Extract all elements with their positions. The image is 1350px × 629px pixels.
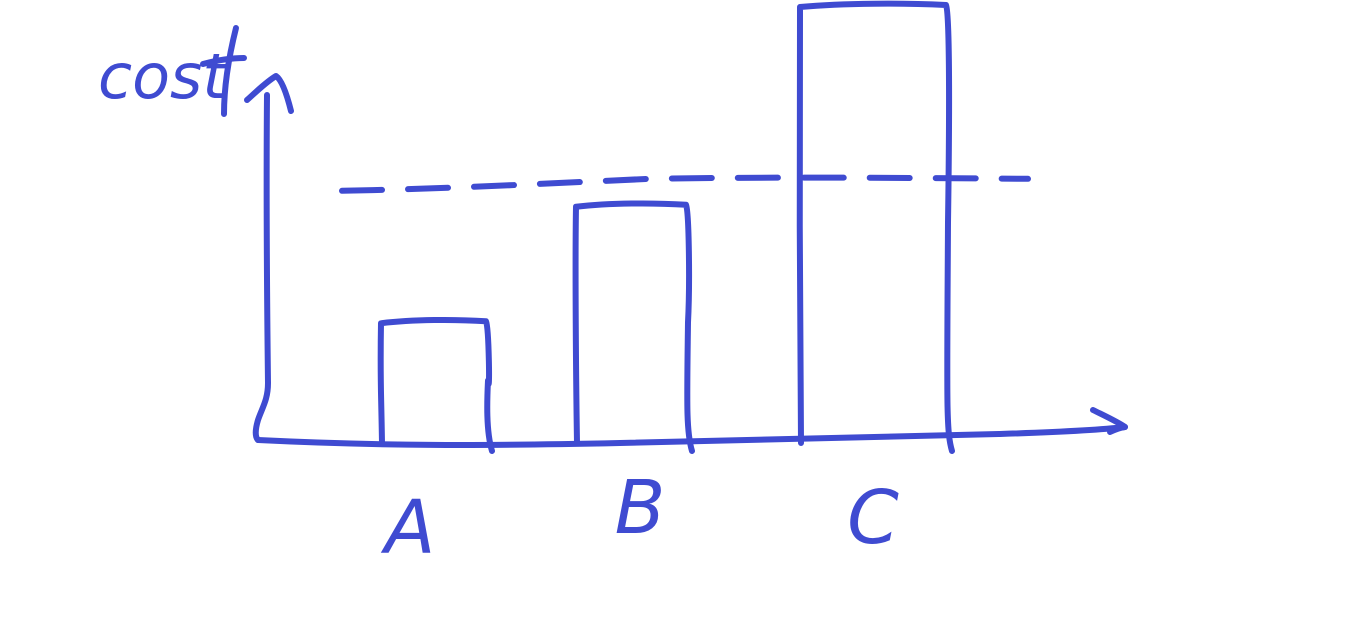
x-axis xyxy=(255,424,1128,448)
x-axis-arrowhead xyxy=(1090,407,1128,435)
y-axis-arrowhead xyxy=(244,73,294,114)
threshold-dashed-line xyxy=(339,174,1031,194)
y-axis xyxy=(252,92,271,443)
bar-b xyxy=(572,200,695,454)
bar-a xyxy=(377,317,495,454)
y-axis-label: cost xyxy=(98,40,229,113)
x-tick-label-b: B xyxy=(615,465,666,551)
y-axis-label-stroke xyxy=(221,25,239,117)
x-tick-label-c: C xyxy=(847,475,899,561)
bar-c xyxy=(796,0,955,454)
x-tick-label-a: A xyxy=(381,485,436,571)
y-axis-label-stroke xyxy=(200,55,247,67)
